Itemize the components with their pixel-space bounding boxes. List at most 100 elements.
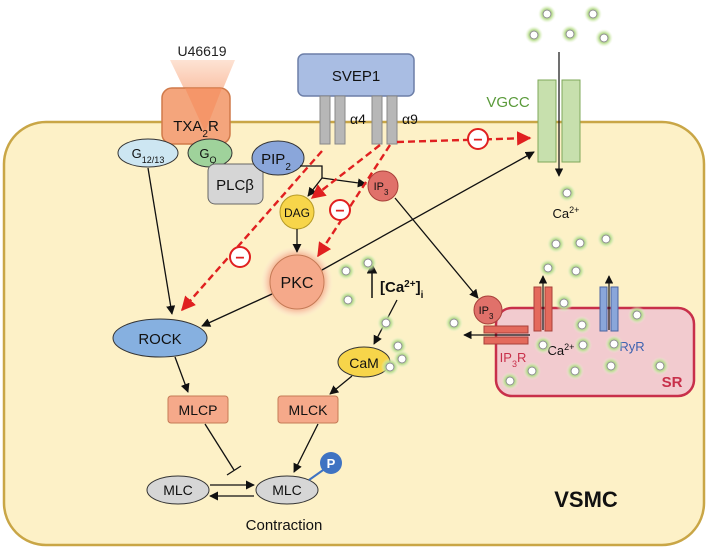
- cell-label: VSMC: [554, 487, 618, 512]
- calcium-ion: [551, 239, 561, 249]
- vgcc-right-subunit: [561, 79, 581, 163]
- ryr-label: RyR: [619, 339, 644, 354]
- calcium-ion: [578, 340, 588, 350]
- calcium-ion: [343, 295, 353, 305]
- inhibit-symbol-rock: [229, 246, 251, 268]
- inhibit-svep1-to-vgcc: [396, 131, 532, 146]
- arrow-pkc-to-rock: [201, 293, 273, 327]
- calcium-ion: [505, 376, 515, 386]
- ip3-sr-label: IP3: [479, 305, 494, 321]
- ca-cytosol-label: Ca2+: [553, 205, 580, 221]
- mlc1-label: MLC: [163, 482, 193, 498]
- vgcc-label: VGCC: [486, 94, 530, 111]
- integrin-alpha9-leg2: [386, 95, 398, 145]
- pip2-molecule: [251, 140, 305, 176]
- mlc-unphosphorylated: [146, 475, 210, 505]
- pkc-kinase: [269, 254, 325, 310]
- mlck-label: MLCK: [289, 402, 329, 418]
- arrow-mlck-to-mlc: [293, 423, 319, 473]
- cam-label: CaM: [349, 355, 379, 371]
- calcium-ion: [538, 340, 548, 350]
- plcb-enzyme: [207, 163, 264, 205]
- mlcp-label: MLCP: [179, 402, 218, 418]
- calcium-ions: [337, 5, 669, 390]
- calcium-ion: [449, 318, 459, 328]
- calcium-ion: [588, 9, 598, 19]
- calcium-ion: [606, 361, 616, 371]
- calcium-ion: [571, 266, 581, 276]
- sr-channel-left-b: [544, 286, 553, 332]
- calcium-ion: [381, 318, 391, 328]
- inhibit-symbol-vgcc-text: −: [473, 132, 482, 149]
- inhibit-svep1-to-dag: [310, 144, 381, 199]
- mlc2-label: MLC: [272, 482, 302, 498]
- ip3-label: IP3: [374, 181, 389, 197]
- ryr-channel-b: [610, 286, 619, 332]
- ip3r-channel-top: [483, 325, 529, 334]
- inhibit-symbol-vgcc: [467, 128, 489, 150]
- mlck-enzyme: [277, 395, 339, 424]
- calcium-ion: [577, 320, 587, 330]
- arrow-ip3-to-sr: [394, 197, 479, 299]
- cell-membrane: [2, 120, 706, 547]
- agonist-beam-overlay: [185, 88, 222, 132]
- txa2r-label: TXA2R: [173, 118, 219, 140]
- alpha9-label: α9: [402, 111, 418, 127]
- integrin-alpha9-leg1: [371, 95, 383, 145]
- ip3r-channel-bottom: [483, 336, 529, 345]
- inhibit-symbol-pkc: [329, 199, 351, 221]
- agonist-label: U46619: [177, 43, 226, 59]
- inhibition-arrows: [181, 131, 532, 312]
- calcium-ion: [543, 263, 553, 273]
- mlc-phosphorylated: [255, 475, 319, 505]
- g1213-label: G12/13: [132, 146, 165, 165]
- inhibit-svep1-to-rock: [181, 150, 323, 312]
- calcium-ion: [609, 339, 619, 349]
- pip2-label: PIP2: [261, 151, 291, 173]
- calcium-ion: [542, 9, 552, 19]
- calcium-ion: [529, 30, 539, 40]
- mlcp-enzyme: [167, 395, 229, 424]
- calcium-ion: [385, 362, 395, 372]
- calcium-ion: [562, 188, 572, 198]
- calcium-ion: [655, 361, 665, 371]
- pkc-label: PKC: [281, 275, 314, 292]
- ip3r-label: IP3R: [500, 350, 527, 369]
- inhibit-symbol-pkc-text: −: [335, 203, 344, 220]
- arrow-g1213-to-rock: [147, 167, 176, 315]
- ca-i-label: [Ca2+]i: [380, 279, 424, 301]
- calcium-ion: [341, 266, 351, 276]
- contraction-label: Contraction: [246, 517, 323, 534]
- dag-label: DAG: [284, 206, 310, 220]
- vgcc-left-subunit: [537, 79, 557, 163]
- ip3-at-sr: [473, 295, 503, 325]
- svep1-protein: [297, 53, 415, 97]
- rock-kinase: [112, 318, 208, 358]
- sr-label: SR: [662, 374, 683, 391]
- arrow-pkc-to-vgcc: [321, 151, 535, 271]
- calcium-ion: [575, 238, 585, 248]
- rock-label: ROCK: [138, 331, 181, 348]
- calcium-ion: [527, 366, 537, 376]
- g1213-protein: [117, 138, 179, 168]
- calcium-ion: [599, 33, 609, 43]
- arrow-cam-to-mlck: [329, 375, 353, 395]
- svep1-label: SVEP1: [332, 68, 380, 85]
- calcium-ion: [363, 258, 373, 268]
- arrow-pip2-to-ip3: [321, 177, 367, 188]
- sr-channel-left-a: [533, 286, 542, 332]
- inhibit-symbol-rock-text: −: [235, 250, 244, 267]
- gq-label: GQ: [199, 146, 216, 165]
- arrow-pip2-split: [300, 165, 323, 178]
- integrin-alpha4-leg2: [334, 95, 346, 145]
- arrow-rock-to-mlcp: [174, 356, 190, 393]
- alpha4-label: α4: [350, 111, 366, 127]
- plcb-label: PLCβ: [216, 177, 254, 194]
- mlcp-inhibit-line: [204, 423, 235, 471]
- calcium-ion: [601, 234, 611, 244]
- calcium-ion: [559, 298, 569, 308]
- inhibit-svep1-to-pkc: [316, 144, 392, 258]
- inhibit-symbols: − − −: [229, 128, 489, 268]
- calcium-ion: [393, 341, 403, 351]
